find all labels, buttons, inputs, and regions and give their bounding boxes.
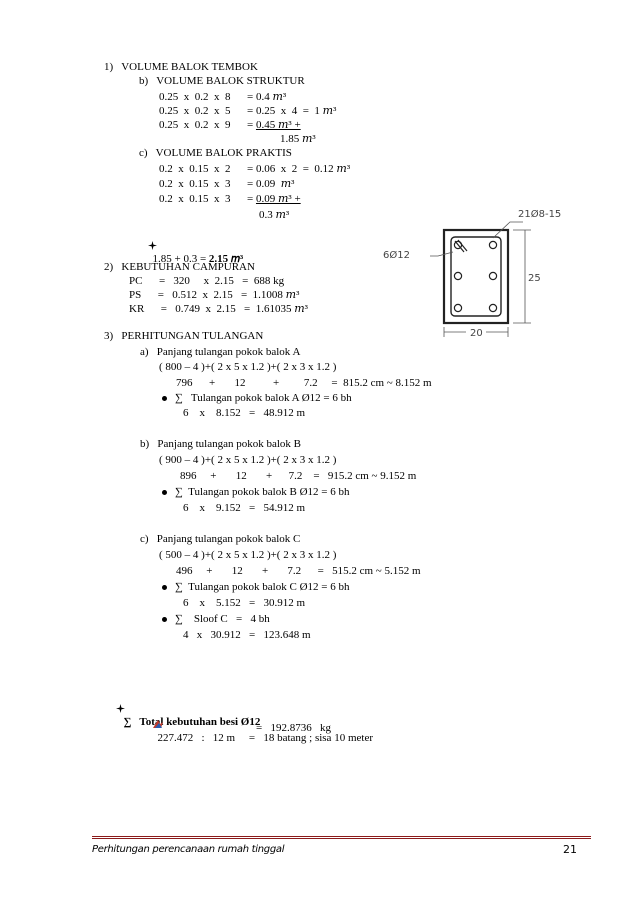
calc-row: 0.25 x 0.2 x 8 = 0.4 𝑚³ — [159, 91, 287, 103]
formula: ( 500 – 4 )+( 2 x 5 x 1.2 )+( 2 x 3 x 1.… — [159, 549, 337, 561]
footer-rule — [92, 836, 591, 837]
total-line-2: = 192.8736 kg — [256, 722, 331, 734]
values: 896 + 12 + 7.2 = 915.2 cm ~ 9.152 m — [180, 470, 417, 482]
values: 796 + 12 + 7.2 = 815.2 cm ~ 8.152 m — [176, 377, 432, 389]
calc-line: 6 x 8.152 = 48.912 m — [183, 407, 306, 419]
sum-line: 1.85 + 0.3 = 2.15 𝑚³ — [142, 227, 243, 266]
calc-line: 4 x 30.912 = 123.648 m — [183, 629, 311, 641]
bullet-line: ∑ Tulangan pokok balok B Ø12 = 6 bh — [162, 486, 349, 499]
footer-title: Perhitungan perencanaan rumah tinggal — [92, 844, 285, 855]
formula: ( 800 – 4 )+( 2 x 5 x 1.2 )+( 2 x 3 x 1.… — [159, 361, 337, 373]
calc-row: 0.25 x 0.2 x 5 = 0.25 x 4 = 1 𝑚³ — [159, 105, 337, 117]
underlined-value: 0.09 𝑚³ + — [255, 193, 301, 205]
part-c-title: c) Panjang tulangan pokok balok C — [140, 533, 301, 545]
rebar-label: 6Ø12 — [383, 249, 410, 261]
diamond-bullet-icon — [147, 241, 157, 250]
bullet-icon — [162, 396, 167, 401]
subtotal: 0.3 𝑚³ — [259, 209, 290, 221]
subtotal: 1.85 𝑚³ — [280, 133, 316, 145]
part-b-title: b) Panjang tulangan pokok balok B — [140, 438, 302, 450]
beam-section-diagram: 21Ø8-15 6Ø12 25 20 — [383, 208, 561, 339]
calc-row: 0.2 x 0.15 x 2 = 0.06 x 2 = 0.12 𝑚³ — [159, 163, 351, 175]
bullet-line: ∑ Tulangan pokok balok A Ø12 = 6 bh — [162, 392, 352, 405]
underlined-value: 0.45 𝑚³ + — [255, 119, 301, 131]
calc-line: 6 x 9.152 = 54.912 m — [183, 502, 306, 514]
section-2-title: 2) KEBUTUHAN CAMPURAN — [104, 261, 255, 273]
calc-row: 0.2 x 0.15 x 3 = 0.09 𝑚³ + — [159, 193, 301, 205]
footer-rule — [92, 838, 591, 839]
stirrup-label: 21Ø8-15 — [518, 208, 561, 220]
mix-row: PS = 0.512 x 2.15 = 1.1008 𝑚³ — [129, 289, 300, 301]
bullet-icon — [162, 617, 167, 622]
formula: ( 900 – 4 )+( 2 x 5 x 1.2 )+( 2 x 3 x 1.… — [159, 454, 337, 466]
subsection-c-title: c) VOLUME BALOK PRAKTIS — [139, 147, 292, 159]
bullet-line: ∑ Sloof C = 4 bh — [162, 613, 270, 626]
bullet-icon — [162, 585, 167, 590]
subsection-b-title: b) VOLUME BALOK STRUKTUR — [139, 75, 305, 87]
width-label: 20 — [470, 328, 483, 339]
height-label: 25 — [528, 273, 541, 284]
total-title: ∑ Total kebutuhan besi Ø12 — [110, 690, 260, 729]
mix-row: KR = 0.749 x 2.15 = 1.61035 𝑚³ — [129, 303, 308, 315]
arrow-bullet-icon — [152, 720, 163, 728]
section-1-title: 1) VOLUME BALOK TEMBOK — [104, 61, 258, 73]
part-a-title: a) Panjang tulangan pokok balok A — [140, 346, 301, 358]
section-3-title: 3) PERHITUNGAN TULANGAN — [104, 330, 264, 342]
calc-row: 0.2 x 0.15 x 3 = 0.09 𝑚³ — [159, 178, 295, 190]
calc-row: 0.25 x 0.2 x 9 = 0.45 𝑚³ + — [159, 119, 301, 131]
mix-row: PC = 320 x 2.15 = 688 kg — [129, 275, 285, 287]
bullet-icon — [162, 490, 167, 495]
page-number: 21 — [563, 843, 577, 856]
bullet-line: ∑ Tulangan pokok balok C Ø12 = 6 bh — [162, 581, 349, 594]
total-line-1: 227.472 : 12 m = 18 batang ; sisa 10 met… — [146, 706, 373, 745]
values: 496 + 12 + 7.2 = 515.2 cm ~ 5.152 m — [176, 565, 421, 577]
calc-line: 6 x 5.152 = 30.912 m — [183, 597, 306, 609]
diamond-bullet-icon — [115, 704, 125, 713]
